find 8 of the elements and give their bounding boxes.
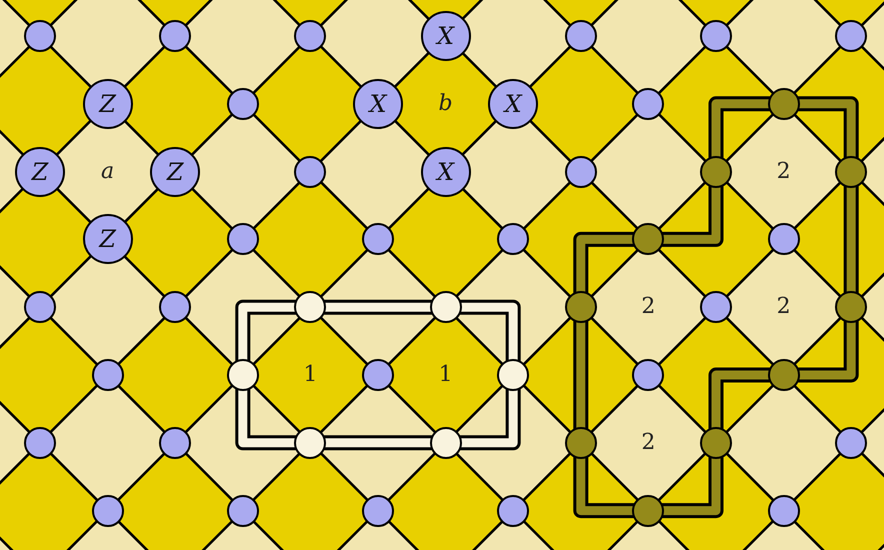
face-label: 1: [438, 364, 453, 386]
face-label: 2: [776, 296, 791, 318]
face-label: 2: [641, 296, 656, 318]
face-label: a: [101, 160, 114, 183]
face-label: 2: [776, 160, 791, 183]
face-label: 2: [641, 432, 656, 454]
face-label: b: [438, 92, 453, 115]
face-label: 1: [303, 364, 318, 386]
